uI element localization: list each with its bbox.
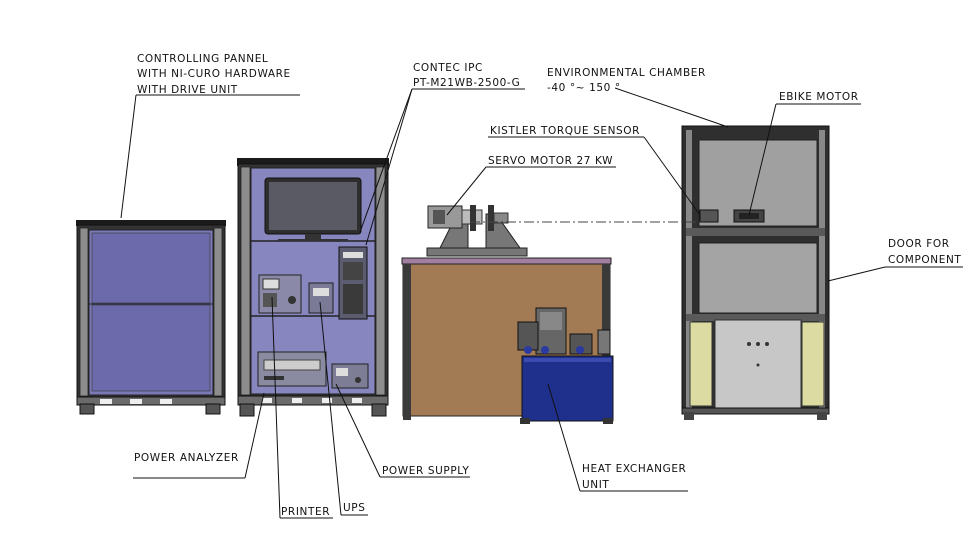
controlling-panel-cabinet <box>76 220 226 415</box>
svg-text:WITH DRIVE UNIT: WITH DRIVE UNIT <box>137 84 238 96</box>
svg-text:CONTEC IPC: CONTEC IPC <box>413 62 483 74</box>
label-servo-motor: SERVO MOTOR 27 KW <box>488 155 613 167</box>
label-controlling-panel: CONTROLLING PANNEL WITH NI-CURO HARDWARE… <box>137 53 291 96</box>
svg-text:COMPONENT: COMPONENT <box>888 254 961 266</box>
svg-text:WITH NI-CURO HARDWARE: WITH NI-CURO HARDWARE <box>137 68 291 80</box>
label-ebike-motor: EBIKE MOTOR <box>779 91 859 103</box>
svg-text:CONTROLLING PANNEL: CONTROLLING PANNEL <box>137 53 268 65</box>
label-power-supply: POWER SUPPLY <box>382 465 469 477</box>
label-kistler-torque-sensor: KISTLER TORQUE SENSOR <box>490 125 640 137</box>
label-contec-ipc: CONTEC IPC PT-M21WB-2500-G <box>413 62 520 89</box>
servo-motor-assembly <box>426 205 528 257</box>
label-printer: PRINTER <box>281 506 330 518</box>
label-power-analyzer: POWER ANALYZER <box>134 452 239 464</box>
svg-text:-40 °~ 150 °: -40 °~ 150 ° <box>547 82 621 94</box>
svg-text:PT-M21WB-2500-G: PT-M21WB-2500-G <box>413 77 520 89</box>
svg-text:ENVIRONMENTAL CHAMBER: ENVIRONMENTAL CHAMBER <box>547 67 706 79</box>
leader-lines <box>120 87 963 519</box>
heat-exchanger-unit <box>517 307 614 424</box>
svg-text:DOOR FOR: DOOR FOR <box>888 238 950 250</box>
svg-text:UNIT: UNIT <box>582 479 609 491</box>
label-environmental-chamber: ENVIRONMENTAL CHAMBER -40 °~ 150 ° <box>547 67 706 94</box>
label-heat-exchanger: HEAT EXCHANGER UNIT <box>582 463 686 491</box>
label-ups: UPS <box>343 502 365 514</box>
environmental-chamber <box>681 125 830 420</box>
label-door-for-component: DOOR FOR COMPONENT <box>888 238 961 266</box>
ipc-rack-cabinet <box>237 158 389 417</box>
svg-text:HEAT EXCHANGER: HEAT EXCHANGER <box>582 463 686 475</box>
